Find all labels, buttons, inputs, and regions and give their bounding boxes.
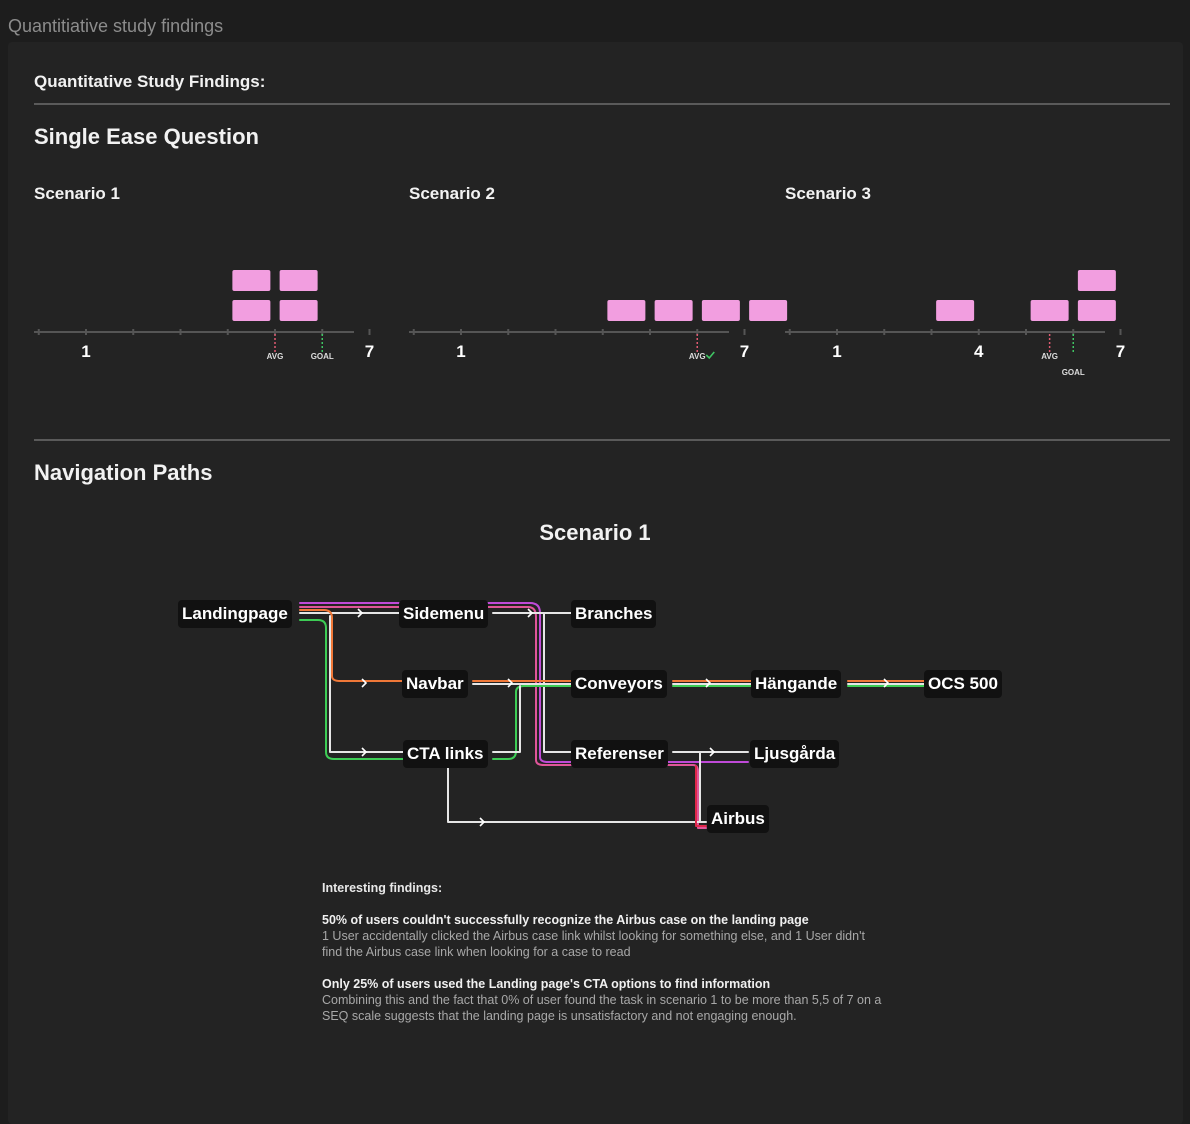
board-title: Quantitative Study Findings: [34, 72, 266, 91]
findings-heading: Interesting findings: [322, 881, 443, 895]
seq-tick-label: 7 [740, 342, 749, 361]
frame-label[interactable]: Quantitiative study findings [8, 16, 224, 36]
seq-avg-label: AVG [1041, 352, 1058, 361]
seq-response-block [654, 300, 693, 321]
seq-avg-label: AVG [689, 352, 706, 361]
path-orange [299, 609, 404, 682]
finding-2-title: Only 25% of users used the Landing page'… [322, 977, 771, 991]
seq-goal-label: GOAL [311, 352, 334, 361]
node-airbus: Airbus [707, 805, 769, 833]
seq-avg-label: AVG [267, 352, 284, 361]
chevron-right-icon [507, 678, 514, 688]
seq-response-block [232, 270, 271, 291]
node-cta-links: CTA links [403, 740, 488, 768]
seq-tick-label: 7 [365, 342, 374, 361]
chevron-right-icon [357, 608, 364, 618]
path-white-cta-up [492, 685, 521, 753]
seq-scenario-1-title: Scenario 1 [34, 184, 120, 203]
node-conveyors: Conveyors [571, 670, 667, 698]
seq-response-block [749, 300, 788, 321]
path-white-cta [329, 615, 405, 753]
path-purple [299, 602, 749, 763]
divider-middle [34, 439, 1170, 441]
seq-tick-label: 1 [832, 342, 841, 361]
node-navbar: Navbar [402, 670, 468, 698]
seq-response-block [1077, 300, 1116, 321]
seq-tick-label: 1 [81, 342, 90, 361]
seq-response-block [279, 300, 318, 321]
path-white-down [543, 612, 572, 753]
seq-scenario-3-title: Scenario 3 [785, 184, 871, 203]
nav-scenario-title: Scenario 1 [539, 520, 651, 545]
chevron-right-icon [709, 747, 716, 757]
divider-top [34, 103, 1170, 105]
path-green-2 [492, 685, 573, 760]
chevron-right-icon [479, 817, 486, 827]
seq-response-block [701, 300, 740, 321]
node-ocs500: OCS 500 [924, 670, 1002, 698]
node-landingpage: Landingpage [178, 600, 292, 628]
finding-1-title: 50% of users couldn't successfully recog… [322, 913, 809, 927]
finding-2-detail: Combining this and the fact that 0% of u… [322, 993, 882, 1023]
seq-tick-label: 1 [456, 342, 465, 361]
nav-path-diagram [299, 602, 926, 829]
path-white-airbus [447, 767, 707, 823]
seq-response-block [279, 270, 318, 291]
findings-board [8, 42, 1183, 1124]
node-referenser: Referenser [571, 740, 668, 768]
findings-notes: Interesting findings: 50% of users could… [322, 880, 882, 1040]
node-ljusgarda: Ljusgårda [750, 740, 840, 768]
seq-goal-label: GOAL [1062, 368, 1085, 377]
node-sidemenu: Sidemenu [399, 600, 489, 628]
seq-response-block [936, 300, 975, 321]
path-pink [299, 606, 707, 829]
nav-heading: Navigation Paths [34, 460, 213, 485]
seq-response-block [1030, 300, 1069, 321]
node-branches: Branches [571, 600, 657, 628]
node-hangande: Hängande [751, 670, 842, 698]
seq-scenario-2-title: Scenario 2 [409, 184, 495, 203]
seq-response-block [607, 300, 646, 321]
check-icon [705, 351, 715, 360]
chevron-right-icon [883, 678, 890, 688]
chevron-right-icon [527, 608, 534, 618]
seq-tick-label: 7 [1116, 342, 1125, 361]
seq-response-block [232, 300, 271, 321]
seq-tick-label: 4 [974, 342, 984, 361]
chevron-right-icon [361, 678, 368, 688]
path-green [299, 619, 405, 760]
seq-heading: Single Ease Question [34, 124, 259, 149]
path-red-airbus [695, 765, 707, 827]
chevron-right-icon [361, 747, 368, 757]
finding-1-detail: 1 User accidentally clicked the Airbus c… [322, 929, 865, 959]
chevron-right-icon [705, 678, 712, 688]
seq-response-block [1077, 270, 1116, 291]
